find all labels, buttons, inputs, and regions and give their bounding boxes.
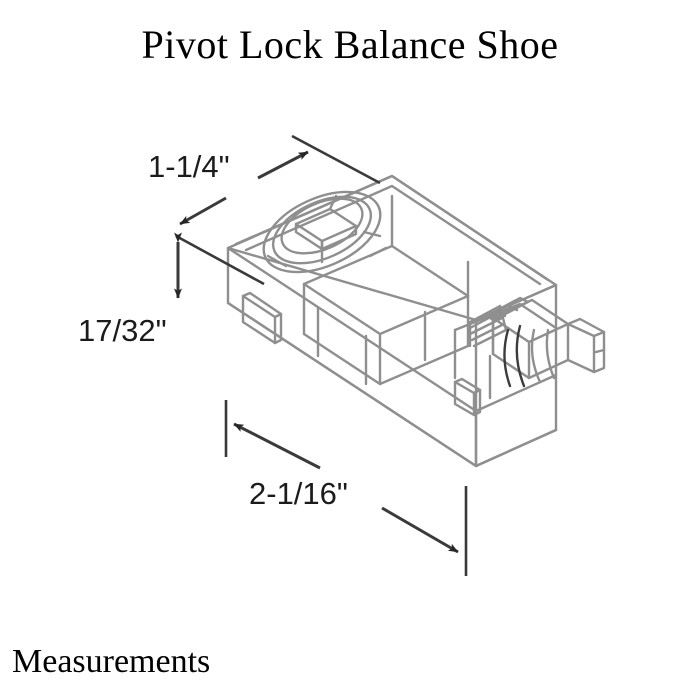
- recess-side: [273, 312, 283, 345]
- retainer-notch-b: [507, 304, 519, 312]
- end-tab: [566, 322, 596, 374]
- clip-block-top: [491, 316, 531, 344]
- retainer-notch-a: [495, 310, 507, 318]
- cavity-inner-wall: [378, 294, 470, 386]
- width-arrow-lower: [179, 196, 227, 226]
- cavity-right-top: [453, 302, 558, 332]
- recess-lip: [241, 291, 283, 319]
- leaf-stack-right: [498, 304, 508, 332]
- dimension-length: [224, 400, 468, 576]
- port-side: [472, 388, 482, 417]
- cam-ring-inner: [280, 197, 364, 255]
- cam-shelf-b: [368, 246, 388, 258]
- front-face-port: [453, 377, 482, 417]
- length-arrow-left: [233, 422, 321, 470]
- front-long-face: [226, 246, 478, 468]
- spring-clip-assembly: [468, 296, 606, 388]
- front-face-recess: [241, 291, 283, 345]
- cam-spoke-right: [362, 230, 382, 238]
- bottom-edge-path: [226, 301, 558, 468]
- end-tab-notch: [594, 348, 606, 354]
- leaf-3: [468, 316, 504, 336]
- cavity-inner-wall-2: [302, 282, 382, 386]
- dimension-width: [175, 134, 381, 286]
- leaf-5: [472, 328, 508, 348]
- leaf-2: [468, 310, 502, 330]
- page-title: Pivot Lock Balance Shoe: [141, 22, 559, 67]
- width-extension-line-bottom: [175, 234, 265, 286]
- leaf-1: [468, 304, 502, 324]
- end-tab-top: [566, 317, 606, 334]
- top-rim-inner: [244, 184, 542, 286]
- cam-ring-mid: [271, 195, 373, 265]
- measurements-caption: Measurements: [12, 643, 211, 680]
- cam-spoke-upper: [328, 194, 338, 211]
- spring-finger-1: [503, 328, 512, 388]
- recess-outline: [241, 294, 277, 345]
- cam-shelf-a: [266, 254, 288, 268]
- cavity-well-left: [302, 244, 470, 336]
- retainer-bar: [484, 296, 530, 322]
- dimension-label-height: 17/32": [78, 313, 167, 348]
- pivot-cam-lock: [262, 190, 388, 274]
- cam-keyway-depth-2: [320, 224, 358, 251]
- leaf-4: [470, 322, 506, 342]
- spring-finger-4: [545, 328, 556, 380]
- cam-seat-outer: [262, 190, 382, 274]
- shoe-body-linework: [226, 174, 606, 468]
- dimension-label-length: 2-1/16": [249, 476, 348, 511]
- right-end-face: [474, 373, 558, 468]
- width-arrow-upper: [257, 150, 309, 180]
- length-arrow-right: [381, 506, 459, 554]
- spring-finger-3: [530, 328, 542, 384]
- port-lip: [453, 377, 482, 395]
- dimension-label-width: 1-1/4": [148, 149, 230, 184]
- spring-finger-2: [515, 324, 526, 388]
- width-extension-line-top: [291, 134, 381, 185]
